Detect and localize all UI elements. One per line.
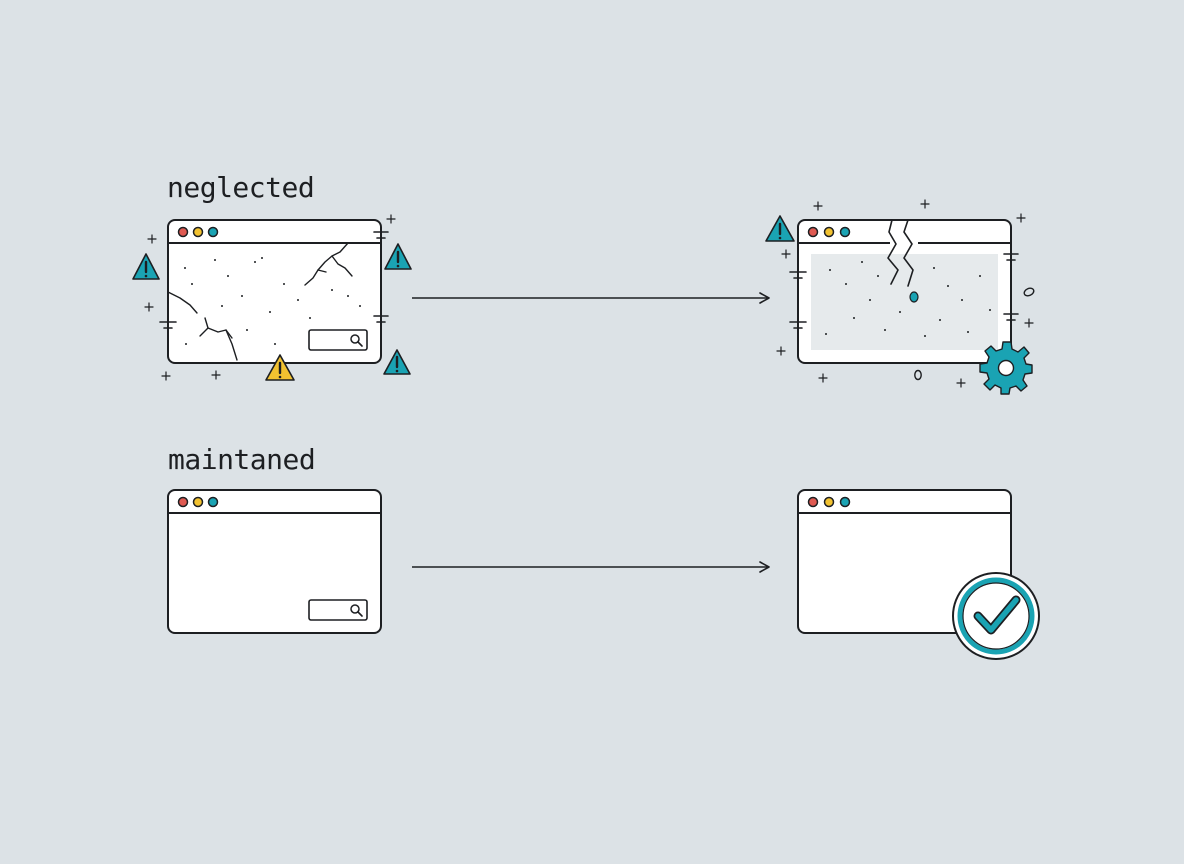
window-dot-yellow — [823, 226, 835, 238]
warning-icon — [383, 349, 411, 375]
window-dot-yellow — [192, 496, 204, 508]
window-dot-red — [807, 496, 819, 508]
row-label-maintained: maintaned — [168, 443, 316, 476]
warning-icon — [265, 354, 295, 381]
window-dot-teal — [207, 226, 219, 238]
window-dot-yellow — [823, 496, 835, 508]
maintained-window-before — [167, 489, 382, 634]
window-dot-teal — [839, 496, 851, 508]
crack — [167, 242, 353, 361]
window-dot-teal — [839, 226, 851, 238]
window-dot-red — [177, 226, 189, 238]
window-dot-red — [177, 496, 189, 508]
window-dot-red — [807, 226, 819, 238]
neglected-window-after — [789, 219, 1019, 364]
neglected-window-before — [159, 219, 389, 364]
search-box — [308, 329, 368, 351]
warning-icon — [384, 243, 412, 270]
search-box — [308, 599, 368, 621]
search-icon — [350, 334, 363, 347]
warning-icon — [765, 215, 795, 242]
row-label-neglected: neglected — [167, 171, 315, 204]
warning-icon — [132, 253, 160, 280]
window-dot-yellow — [192, 226, 204, 238]
search-icon — [350, 604, 363, 617]
gear-icon — [979, 341, 1033, 395]
check-circle-icon — [952, 572, 1040, 660]
window-dot-teal — [207, 496, 219, 508]
crack — [887, 219, 914, 287]
